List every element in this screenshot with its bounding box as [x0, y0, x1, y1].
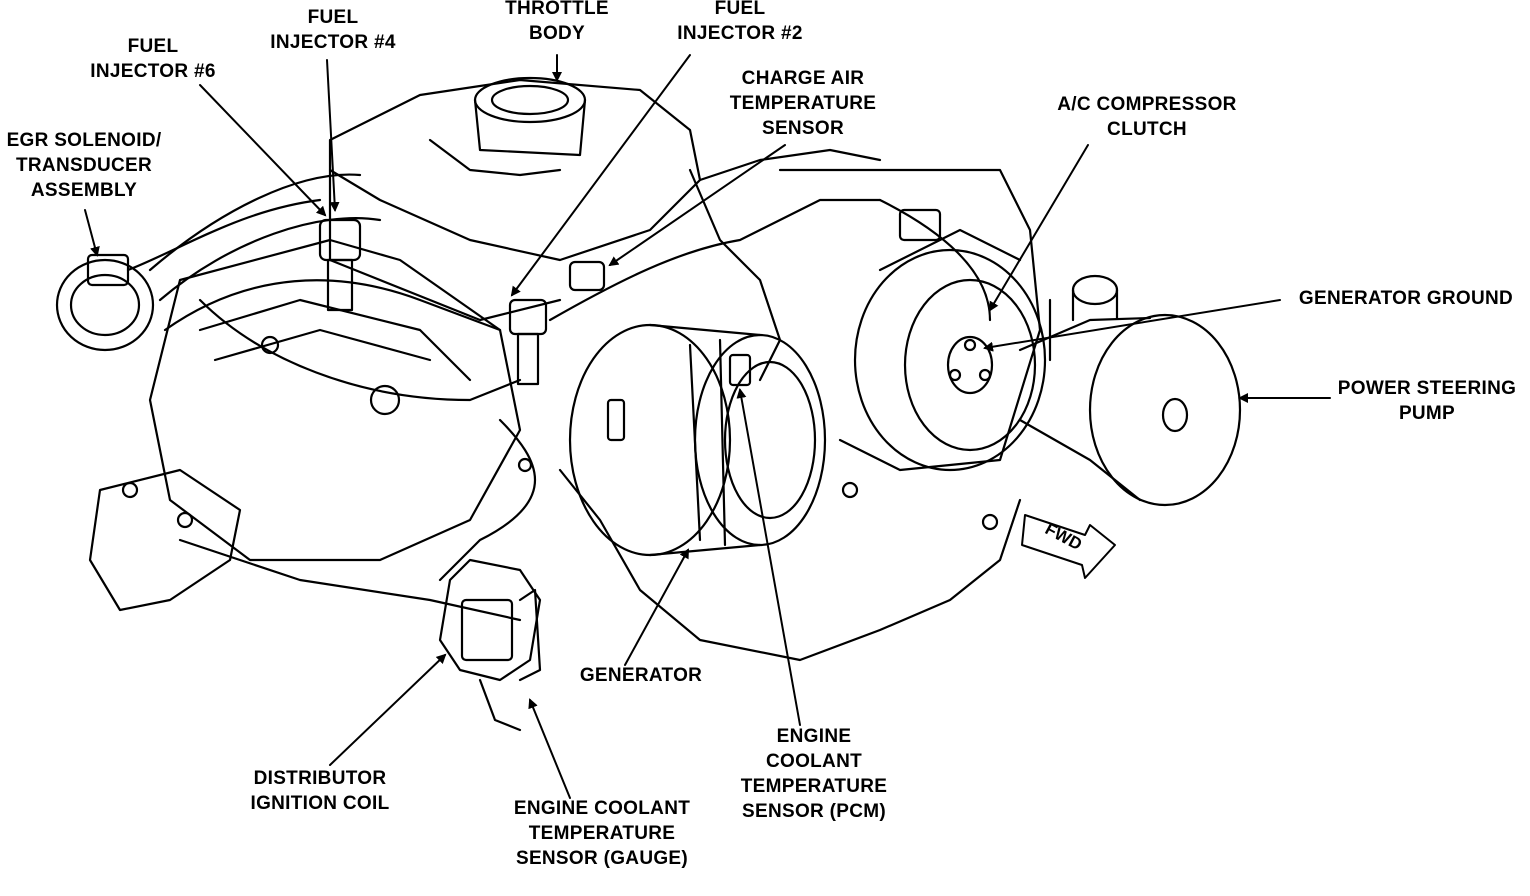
leader-lines — [84, 54, 1331, 799]
power-steering-pump — [1018, 274, 1242, 507]
throttle-body — [428, 76, 587, 177]
injector-connectors — [318, 218, 606, 386]
ac-compressor — [853, 208, 1047, 472]
fwd-arrow-label: FWD — [1042, 519, 1085, 554]
bolts — [121, 335, 999, 531]
generator-ground-label: GENERATOR GROUND — [1298, 288, 1514, 309]
engine-block — [88, 78, 1042, 662]
generator — [568, 323, 827, 557]
wiring-harness — [148, 168, 992, 582]
fwd-arrow-shape — [1021, 514, 1116, 579]
distributor-ignition-coil — [438, 558, 542, 732]
egr-solenoid — [55, 198, 322, 352]
generator-label: GENERATOR — [579, 665, 703, 686]
